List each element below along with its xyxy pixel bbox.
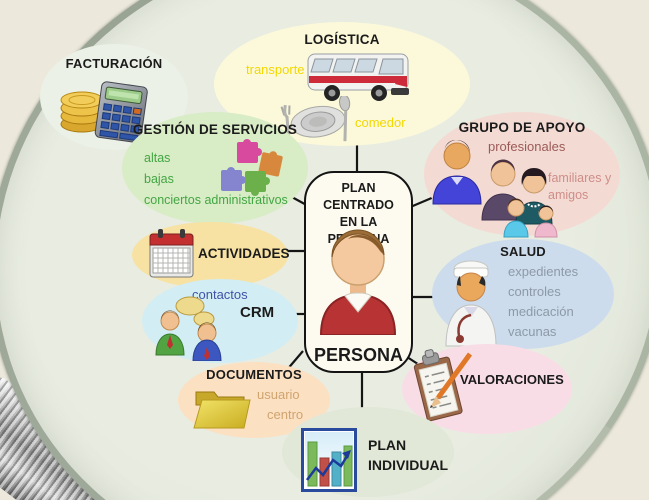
node-crm: contactos CRM xyxy=(142,279,298,363)
documentos-title: DOCUMENTOS xyxy=(206,367,302,382)
person-icon xyxy=(319,229,397,335)
centro-label: centro xyxy=(267,407,304,422)
folder-icon xyxy=(193,391,251,429)
node-plan-individual: PLAN INDIVIDUAL xyxy=(282,407,454,497)
comedor-label: comedor xyxy=(355,115,406,130)
clipboard-pencil-icon xyxy=(413,349,473,422)
crm-title: CRM xyxy=(240,304,275,321)
salud-item: vacunas xyxy=(508,324,557,339)
center-title-line: EN LA xyxy=(339,215,378,229)
people-chat-icon xyxy=(155,296,222,361)
gestion-items-list: altas bajas conciertos administrativos xyxy=(144,148,288,211)
plate-cutlery-icon xyxy=(280,96,351,148)
calendar-icon xyxy=(149,229,194,278)
node-actividades: ACTIVIDADES xyxy=(132,222,290,288)
grupo-apoyo-title: GRUPO DE APOYO xyxy=(458,120,586,135)
node-grupo-apoyo: GRUPO DE APOYO profesionales familiares … xyxy=(424,112,620,238)
center-title-line: CENTRADO xyxy=(323,198,394,212)
valoraciones-title: VALORACIONES xyxy=(460,372,564,387)
gestion-title: GESTIÓN DE SERVICIOS xyxy=(132,122,298,137)
transporte-label: transporte xyxy=(246,62,305,77)
salud-item: medicación xyxy=(508,304,574,319)
bus-icon xyxy=(307,53,409,101)
gestion-item: bajas xyxy=(144,172,174,186)
plan-individual-title-line: PLAN xyxy=(368,437,407,453)
plan-individual-title: PLAN INDIVIDUAL xyxy=(368,435,448,475)
profesionales-label: profesionales xyxy=(488,139,566,154)
salud-item: controles xyxy=(508,284,561,299)
node-plan-centrado-persona: PLAN CENTRADO EN LA PERSONA PERSONA xyxy=(304,171,413,373)
salud-item: expedientes xyxy=(508,264,579,279)
puzzle-pieces-icon xyxy=(221,139,283,196)
node-gestion-servicios: GESTIÓN DE SERVICIOS altas bajas concier… xyxy=(122,112,308,224)
gestion-item: conciertos administrativos xyxy=(144,193,288,207)
professional-person-icon xyxy=(432,139,482,205)
facturacion-title: FACTURACIÓN xyxy=(65,56,163,71)
salud-title: SALUD xyxy=(500,244,546,259)
node-salud: SALUD expedientes controles medicación v… xyxy=(432,239,614,349)
salud-items-list: expedientes controles medicación vacunas xyxy=(508,262,578,342)
familiares-label: familiares y amigos xyxy=(548,171,612,202)
bar-chart-icon xyxy=(301,428,357,492)
contactos-label: contactos xyxy=(192,287,248,302)
coins-calculator-icon xyxy=(60,81,148,143)
usuario-label: usuario xyxy=(257,387,300,402)
center-title-line: PLAN xyxy=(341,181,376,195)
doctor-icon xyxy=(445,260,497,347)
actividades-title: ACTIVIDADES xyxy=(198,246,290,261)
gestion-item: altas xyxy=(144,151,171,165)
node-valoraciones: VALORACIONES xyxy=(402,344,572,434)
plan-individual-title-line: INDIVIDUAL xyxy=(368,457,449,473)
logistica-title: LOGÍSTICA xyxy=(304,32,380,47)
family-icon xyxy=(481,159,558,238)
persona-label: PERSONA xyxy=(313,345,403,365)
